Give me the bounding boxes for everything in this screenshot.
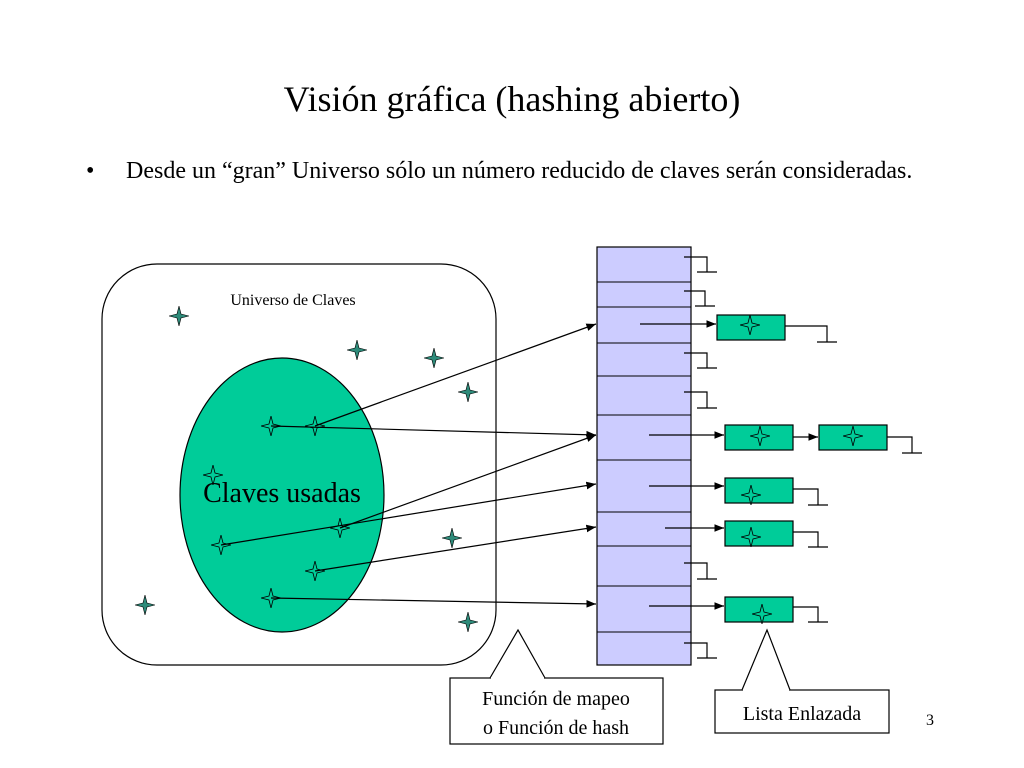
null-pointer-icon: [684, 391, 717, 409]
node-keys: [740, 315, 863, 624]
list-node: [724, 520, 794, 547]
used-keys-ellipse: [179, 357, 385, 633]
hash-callout-box: [449, 677, 664, 745]
mapping-arrow: [270, 425, 597, 439]
list-callout-box: [714, 689, 890, 734]
linked-list-nodes: [716, 314, 888, 623]
hash-table-body: [596, 246, 692, 666]
null-pointer-icon: [793, 606, 828, 623]
mapping-arrow: [270, 597, 597, 608]
null-pointers: [684, 256, 717, 659]
list-node: [724, 477, 794, 504]
hash-callout-pointer: [489, 628, 546, 679]
mapping-arrow: [314, 323, 597, 427]
hash-function-callout: Función de mapeo o Función de hash: [449, 628, 664, 745]
null-pointer-icon: [785, 325, 837, 343]
null-pointer-icon: [684, 642, 717, 659]
slot-arrows: [640, 320, 818, 610]
node-null-pointers: [785, 325, 922, 623]
mapping-arrow: [314, 524, 597, 572]
hash-callout-line-1: Función de mapeo: [482, 688, 630, 710]
linked-list-callout: Lista Enlazada: [714, 628, 890, 734]
page-number: 3: [926, 712, 934, 729]
bullet-text: Desde un “gran” Universo sólo un número …: [126, 158, 913, 184]
null-pointer-icon: [684, 562, 717, 580]
null-pointer-icon: [887, 436, 922, 454]
mapping-arrows: [220, 323, 597, 608]
hash-table: [596, 246, 692, 666]
universe-label: Universo de Claves: [230, 292, 355, 309]
null-pointer-icon: [793, 531, 828, 548]
mapping-arrow: [339, 434, 597, 529]
bullet-symbol: •: [86, 158, 95, 184]
list-callout-pointer: [741, 628, 791, 691]
null-pointer-icon: [684, 352, 717, 369]
hash-callout-line-2: o Función de hash: [483, 717, 629, 739]
used-keys-label: Claves usadas: [203, 478, 361, 509]
list-callout-label: Lista Enlazada: [743, 703, 861, 725]
slide-title: Visión gráfica (hashing abierto): [283, 79, 741, 119]
null-pointer-icon: [684, 256, 717, 273]
mapping-arrow: [220, 481, 597, 546]
null-pointer-icon: [684, 290, 715, 307]
list-node: [724, 596, 794, 623]
null-pointer-icon: [793, 488, 828, 506]
